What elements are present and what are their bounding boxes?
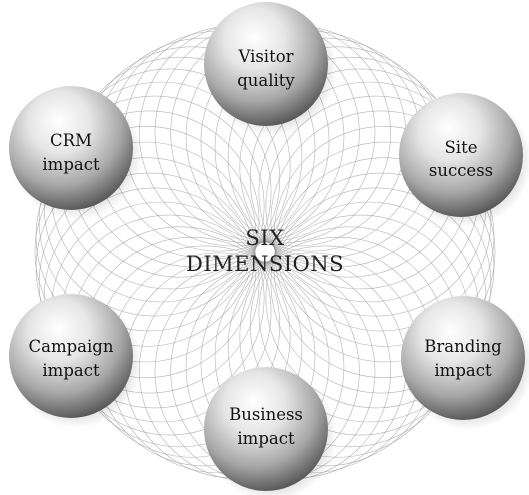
node-crm-impact: CRM impact <box>9 86 142 220</box>
node-sphere <box>401 296 525 420</box>
node-label-line-1: Branding <box>424 337 502 356</box>
node-sphere <box>204 2 328 126</box>
node-sphere <box>204 367 328 491</box>
node-label-line-2: impact <box>42 361 100 380</box>
node-label-line-1: Visitor <box>237 47 293 66</box>
node-branding-impact: Branding impact <box>401 296 529 430</box>
center-title-line-1: SIX <box>245 226 284 250</box>
node-label-line-1: Business <box>229 405 303 424</box>
mesh-ring <box>38 172 260 394</box>
node-label-line-1: Campaign <box>29 337 114 356</box>
node-label-line-2: success <box>429 161 493 180</box>
center-title-line-2: DIMENSIONS <box>186 252 344 276</box>
node-site-success: Site success <box>399 93 529 227</box>
node-sphere <box>399 93 523 217</box>
mesh-ring <box>38 110 260 332</box>
center-title: SIX DIMENSIONS <box>186 226 344 276</box>
mesh-ring <box>270 172 492 394</box>
node-visitor-quality: Visitor quality <box>204 2 337 136</box>
node-business-impact: Business impact <box>204 367 337 495</box>
node-label-line-2: impact <box>237 429 295 448</box>
node-label-line-1: CRM <box>50 131 92 150</box>
node-campaign-impact: Campaign impact <box>9 294 142 428</box>
node-sphere <box>9 86 133 210</box>
node-sphere <box>9 294 133 418</box>
mesh-ring <box>273 126 495 347</box>
node-label-line-2: impact <box>42 155 100 174</box>
node-label-line-1: Site <box>445 138 478 157</box>
node-label-line-2: quality <box>237 71 295 90</box>
node-label-line-2: impact <box>434 361 492 380</box>
